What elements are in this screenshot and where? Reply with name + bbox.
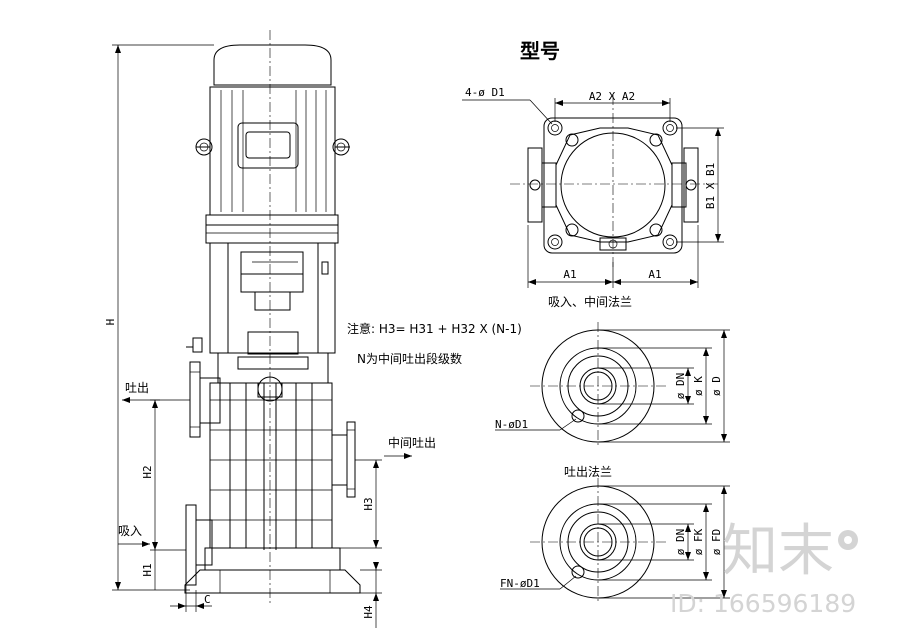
drawing-title: 型号: [520, 39, 560, 63]
dim-d: ø D: [710, 376, 723, 396]
dim-a1-right: A1: [648, 268, 661, 281]
dim-h: H: [104, 319, 117, 326]
caption-outlet-flange: 吐出法兰: [564, 465, 612, 479]
label-bolt-holes: 4-ø D1: [465, 86, 505, 99]
dim-h1: H1: [141, 563, 154, 576]
label-outlet: 吐出: [125, 381, 149, 395]
pump-elevation: H H2 H1 H3 H4 C 吐出: [104, 30, 436, 628]
dim-c: C: [204, 593, 211, 606]
dim-fd: ø FD: [710, 529, 723, 556]
label-holes-1: N-øD1: [495, 418, 528, 431]
caption-suction-flange: 吸入、中间法兰: [548, 294, 632, 309]
dim-a2: A2 X A2: [589, 90, 635, 103]
dim-k: ø K: [692, 376, 705, 396]
dim-h2: H2: [141, 465, 154, 478]
dim-a1-left: A1: [563, 268, 576, 281]
suction-flange-view: ø DN ø K ø D N-øD1: [495, 322, 730, 448]
dim-dn-2: ø DN: [674, 529, 687, 556]
watermark: 知末 ID: 166596189: [670, 519, 858, 618]
label-holes-2: FN-øD1: [500, 577, 540, 590]
label-inlet: 吸入: [118, 524, 142, 538]
note-formula: 注意: H3= H31 + H32 X (N-1): [347, 321, 522, 336]
outlet-flange-view: ø DN ø FK ø FD FN-øD1: [500, 478, 730, 604]
top-view: A2 X A2 B1 X B1 A1 A1 4-ø D1 吸入、中间法兰: [462, 86, 724, 309]
dim-b1: B1 X B1: [704, 163, 717, 209]
dim-dn-1: ø DN: [674, 373, 687, 400]
label-middle-outlet: 中间吐出: [388, 435, 436, 450]
motor-fins: [220, 90, 327, 212]
watermark-id: ID: 166596189: [670, 589, 856, 618]
dim-h4: H4: [362, 605, 375, 619]
dim-h3: H3: [362, 497, 375, 510]
dim-fk: ø FK: [692, 528, 705, 555]
note-meaning: N为中间吐出段级数: [357, 351, 462, 366]
watermark-logo: 知末: [722, 519, 834, 584]
